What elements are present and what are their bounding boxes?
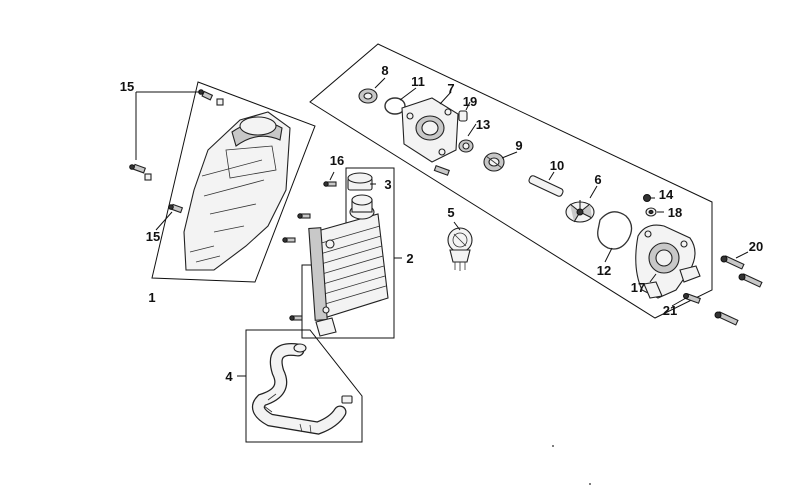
callout-label-9: 9 (515, 138, 522, 153)
callout-label-21: 21 (663, 303, 677, 318)
callout-label-6: 6 (594, 172, 601, 187)
callout-label-15b: 15 (146, 229, 160, 244)
callout-label-10: 10 (550, 158, 564, 173)
callout-label-19: 19 (463, 94, 477, 109)
callout-label-20: 20 (749, 239, 763, 254)
pump-body-part (635, 224, 701, 299)
hose-part (251, 342, 353, 435)
callout-label-7: 7 (447, 81, 454, 96)
callout-label-16: 16 (330, 153, 344, 168)
callout-label-14: 14 (659, 187, 674, 202)
group-frame-hose (245, 329, 363, 443)
bolt-part (282, 181, 337, 321)
callout-label-2: 2 (406, 251, 413, 266)
pump-cover-part-7 (401, 97, 459, 163)
seal-part-8 (358, 88, 378, 104)
thermostat-part (447, 227, 473, 271)
callout-label-5: 5 (447, 205, 454, 220)
callout-label-8: 8 (381, 63, 388, 78)
shaft-part-10 (528, 175, 564, 197)
callout-label-12: 12 (597, 263, 611, 278)
bearing-part-9 (483, 152, 505, 172)
callout-label-18: 18 (668, 205, 682, 220)
pin-part-19 (458, 110, 468, 122)
group-frame-cover (151, 81, 316, 283)
washer-part-18 (645, 207, 657, 217)
bolt-part (129, 89, 224, 214)
callout-label-4: 4 (225, 369, 233, 384)
bearing-part-13 (458, 139, 474, 153)
washer-part-14 (643, 194, 651, 202)
impeller-part-6 (565, 200, 595, 223)
bolt-part (683, 255, 763, 326)
callout-label-17: 17 (631, 280, 645, 295)
bolt-part (433, 165, 450, 176)
oring-part-11 (384, 97, 406, 115)
leader-lines (135, 77, 749, 377)
radiator-part (308, 194, 389, 337)
callout-label-13: 13 (476, 117, 490, 132)
callout-label-1: 1 (148, 290, 155, 305)
callout-label-3: 3 (384, 177, 391, 192)
group-frame-pump (309, 43, 713, 319)
cap-part (347, 172, 373, 191)
cover-part (183, 111, 291, 271)
callout-label-11: 11 (411, 74, 425, 89)
callout-label-15a: 15 (120, 79, 134, 94)
gasket-part-12 (597, 211, 633, 250)
